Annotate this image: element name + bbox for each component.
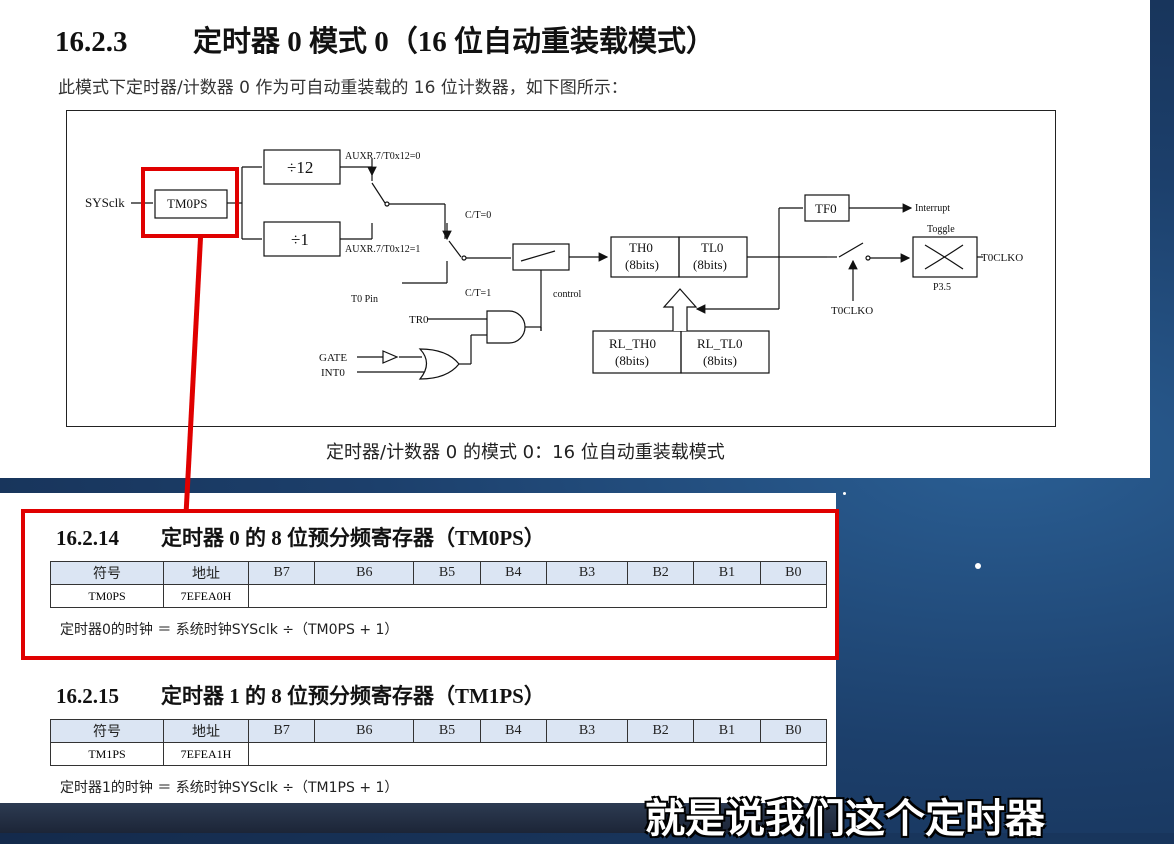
rl-th0-bits-label: (8bits) (615, 353, 649, 368)
not-gate (382, 350, 399, 364)
bits-cell (248, 742, 827, 766)
address-cell: 7EFEA0H (163, 584, 249, 608)
reg1-number: 16.2.15 (56, 684, 119, 708)
ct1-label: C/T=1 (465, 288, 491, 299)
reg0-heading: 16.2.14 定时器 0 的 8 位预分频寄存器（TM0PS） (56, 522, 545, 552)
t0clko-switch-label: T0CLKO (831, 305, 873, 317)
diagram-caption: 定时器/计数器 0 的模式 0：16 位自动重装载模式 (326, 442, 725, 463)
t0pin-label: T0 Pin (351, 294, 378, 305)
header-cell: B2 (626, 719, 695, 743)
table-row: TM1PS 7EFEA1H (50, 742, 827, 766)
and-gate (486, 310, 526, 344)
header-cell: 符号 (50, 561, 164, 585)
th0-bits-label: (8bits) (625, 257, 659, 272)
reg1-table: 符号 地址 B7 B6 B5 B4 B3 B2 B1 B0 TM1PS 7EFE… (50, 719, 828, 766)
div1-label: ÷1 (291, 230, 309, 249)
auxr-0-label: AUXR.7/T0x12=0 (345, 151, 420, 162)
header-cell: 地址 (163, 719, 249, 743)
reg1-formula: 定时器1的时钟 ＝ 系统时钟SYSclk ÷（TM1PS + 1） (60, 780, 399, 796)
tf0-label: TF0 (815, 201, 837, 216)
section-title: 定时器 0 模式 0（16 位自动重装载模式） (193, 26, 716, 58)
background-star (975, 563, 981, 569)
table-header-row: 符号 地址 B7 B6 B5 B4 B3 B2 B1 B0 (50, 561, 828, 585)
rl-tl0-register (680, 330, 770, 374)
sysclk-label: SYSclk (85, 195, 125, 210)
header-cell: B5 (413, 719, 481, 743)
tm0ps-highlight-box (141, 167, 239, 238)
control-switch (512, 243, 570, 271)
ct0-label: C/T=0 (465, 210, 491, 221)
reg0-title: 定时器 0 的 8 位预分频寄存器（TM0PS） (161, 526, 545, 550)
video-subtitle: 就是说我们这个定时器 (645, 796, 1045, 842)
th0-label: TH0 (629, 240, 653, 255)
header-cell: 符号 (50, 719, 164, 743)
section-heading: 16.2.3 定时器 0 模式 0（16 位自动重装载模式） (55, 18, 715, 60)
rl-tl0-bits-label: (8bits) (703, 353, 737, 368)
header-cell: B7 (247, 719, 316, 743)
address-cell: 7EFEA1H (163, 742, 249, 766)
header-cell: B0 (759, 561, 828, 585)
reg1-heading: 16.2.15 定时器 1 的 8 位预分频寄存器（TM1PS） (56, 680, 545, 710)
div12-label: ÷12 (287, 158, 313, 177)
bits-cell (248, 584, 827, 608)
header-cell: 地址 (163, 561, 249, 585)
int0-label: INT0 (321, 367, 345, 379)
table-row: TM0PS 7EFEA0H (50, 584, 827, 608)
timer0-mode0-diagram: SYSclk TM0PS ÷12 ÷1 AUXR.7/T0x12=0 AUXR.… (66, 110, 1056, 427)
header-cell: B5 (413, 561, 481, 585)
header-cell: B6 (314, 561, 415, 585)
header-cell: B3 (545, 719, 628, 743)
table-header-row: 符号 地址 B7 B6 B5 B4 B3 B2 B1 B0 (50, 719, 828, 743)
reg0-table: 符号 地址 B7 B6 B5 B4 B3 B2 B1 B0 TM0PS 7EFE… (50, 561, 828, 608)
document-page-top: 16.2.3 定时器 0 模式 0（16 位自动重装载模式） 此模式下定时器/计数… (55, 18, 1056, 463)
rl-tl0-label: RL_TL0 (697, 336, 743, 351)
section-number: 16.2.3 (55, 26, 128, 58)
p35-label: P3.5 (933, 282, 951, 293)
reg0-highlight-box (21, 509, 839, 660)
reg1-title: 定时器 1 的 8 位预分频寄存器（TM1PS） (161, 684, 545, 708)
tm0ps-block (154, 189, 228, 219)
reg0-formula: 定时器0的时钟 ＝ 系统时钟SYSclk ÷（TM0PS + 1） (60, 622, 399, 638)
or-gate (418, 348, 460, 380)
tr0-label: TR0 (409, 314, 429, 326)
auxr-1-label: AUXR.7/T0x12=1 (345, 244, 420, 255)
symbol-cell: TM0PS (50, 584, 164, 608)
t0clko-output-label: T0CLKO (981, 252, 1023, 264)
toggle-label: Toggle (927, 224, 955, 235)
rl-th0-label: RL_TH0 (609, 336, 656, 351)
background-star (843, 492, 846, 495)
header-cell: B7 (247, 561, 316, 585)
header-cell: B0 (759, 719, 828, 743)
control-label: control (553, 289, 582, 300)
header-cell: B4 (479, 719, 547, 743)
symbol-cell: TM1PS (50, 742, 164, 766)
video-bottom-bar (0, 803, 836, 833)
header-cell: B6 (314, 719, 415, 743)
tl0-label: TL0 (701, 240, 723, 255)
interrupt-label: Interrupt (915, 203, 950, 214)
gate-label: GATE (319, 352, 347, 364)
reg0-number: 16.2.14 (56, 526, 119, 550)
intro-paragraph: 此模式下定时器/计数器 0 作为可自动重装载的 16 位计数器，如下图所示： (58, 78, 628, 98)
header-cell: B1 (693, 719, 761, 743)
tm0ps-label: TM0PS (167, 196, 207, 211)
tl0-bits-label: (8bits) (693, 257, 727, 272)
